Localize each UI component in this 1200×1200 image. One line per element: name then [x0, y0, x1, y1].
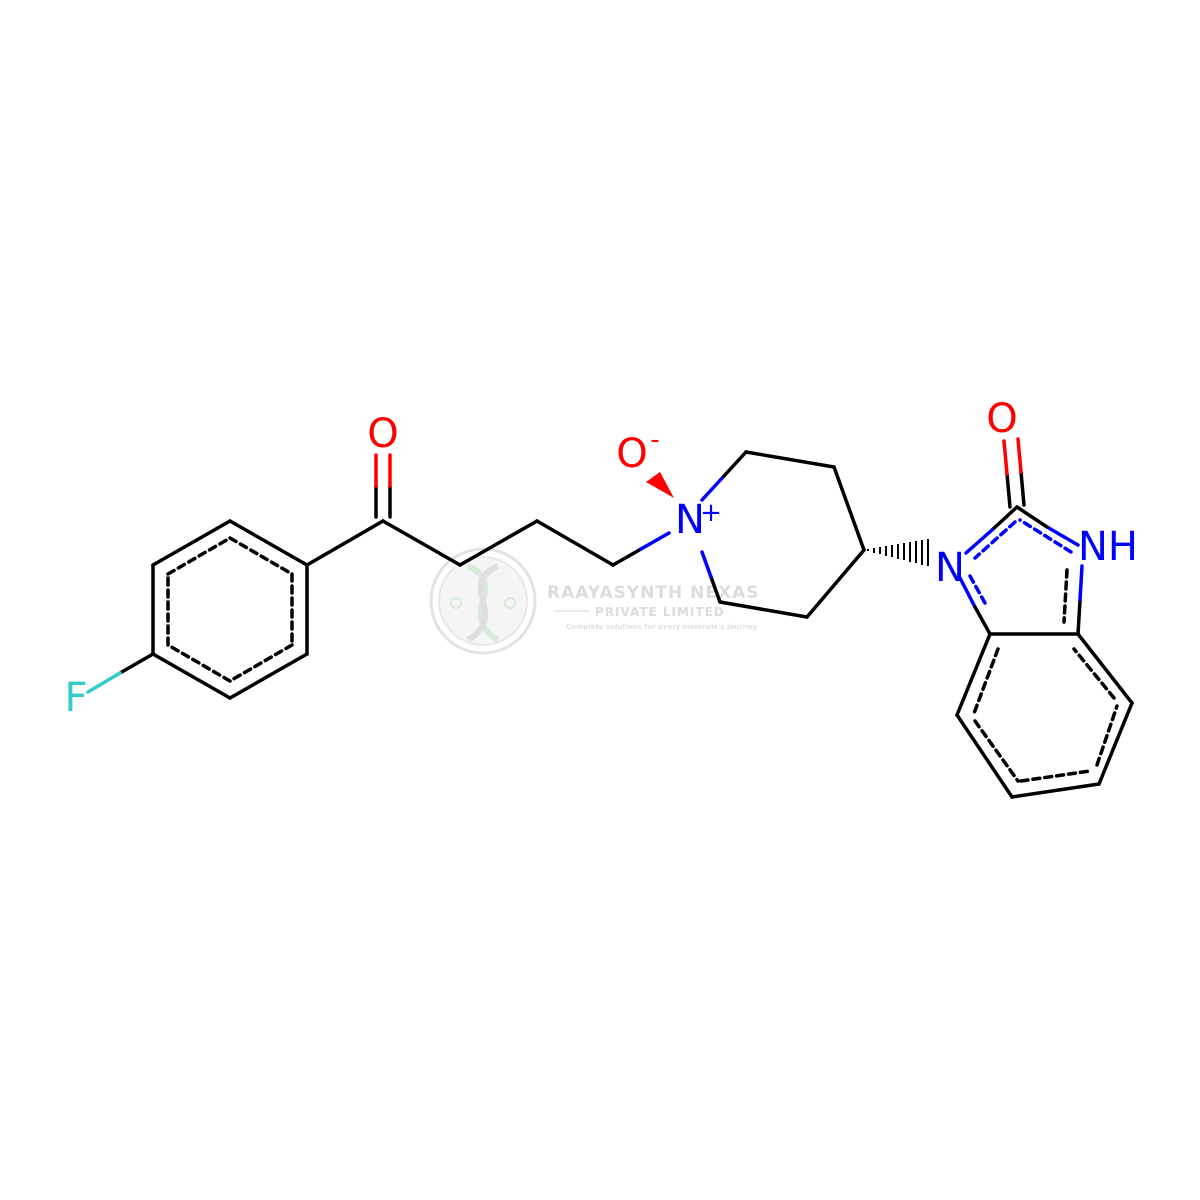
watermark-subtitle: PRIVATE LIMITED: [595, 605, 725, 619]
fluorophenyl-aromatic-dashes: [166, 536, 294, 683]
piperidine-ring: [700, 450, 866, 619]
watermark-tagline: Complete solutions for every molecule's …: [566, 623, 757, 631]
imidazolone-aromatic-dashes: [968, 518, 1073, 624]
butyl-chain: [305, 519, 671, 567]
bonds: [86, 437, 1134, 799]
benzo-ring: [955, 632, 1134, 799]
fluorophenyl-ring: [151, 519, 309, 700]
benzo-aromatic-dashes: [971, 647, 1119, 783]
c-f-bond: [86, 652, 155, 694]
ketone-oxygen-atom: O: [367, 411, 398, 457]
n-oxide-oxygen-charge: -: [650, 425, 659, 455]
atom-labels: F O O - N + O N NH: [64, 396, 1138, 721]
piperidine-nitrogen-charge: +: [700, 498, 722, 528]
imidazolone-carbonyl: [1002, 437, 1026, 509]
benzimidazolone-n1-atom: N: [935, 545, 965, 591]
n-oxide-oxygen-atom: O: [616, 431, 647, 477]
piperidine-nitrogen-atom: N: [675, 497, 705, 543]
dna-helix-icon: [429, 547, 537, 655]
imidazolone-ring: [958, 505, 1084, 636]
benzimidazolone-oxygen-atom: O: [986, 396, 1017, 442]
ketone-double-bond: [374, 453, 392, 519]
watermark-company: RAAYASYNTH NEXAS: [547, 583, 760, 603]
benzimidazolone-nh-atom: NH: [1078, 524, 1138, 570]
stereo-bonds: [646, 472, 929, 566]
hashed-wedge: [867, 539, 929, 566]
n-oxide-wedge: [646, 472, 674, 498]
fluorine-atom: F: [64, 675, 87, 721]
watermark: RAAYASYNTH NEXAS PRIVATE LIMITED Complet…: [429, 547, 760, 655]
